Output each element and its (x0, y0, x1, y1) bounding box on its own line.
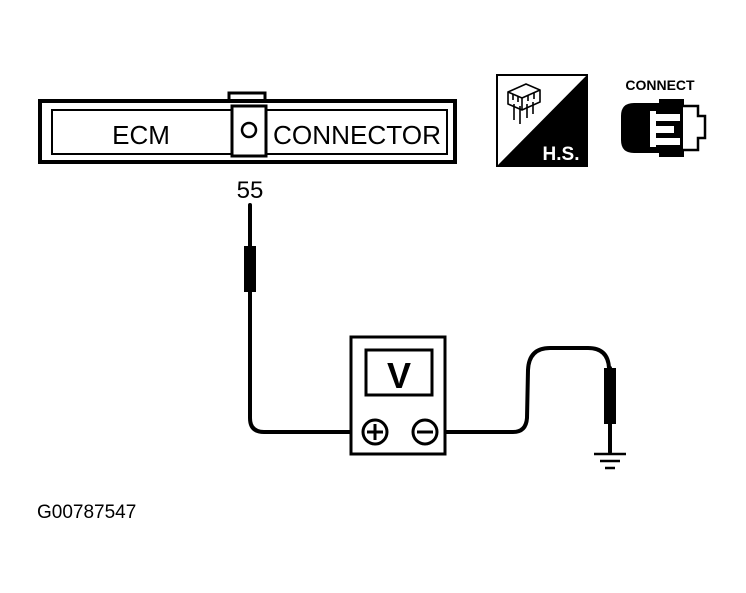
negative-terminal-icon (411, 418, 439, 446)
wiring (248, 203, 612, 454)
harness-side-label: H.S. (543, 144, 580, 165)
voltmeter: V (349, 335, 447, 456)
voltmeter-display (364, 348, 434, 397)
ecm-connector: ECM CONNECTOR (38, 91, 457, 164)
connect-icon: CONNECT (621, 77, 707, 157)
harness-side-icon: H.S. (496, 74, 588, 167)
positive-terminal-icon (361, 418, 389, 446)
pin-cavity-circle (240, 121, 258, 139)
connector-left-label: ECM (112, 120, 170, 150)
pin-number-label: 55 (237, 177, 264, 204)
voltmeter-display-text: V (387, 355, 411, 396)
ground-symbol (594, 452, 626, 470)
positive-test-probe (244, 246, 256, 292)
connector-right-label: CONNECTOR (273, 120, 441, 150)
figure-id: G00787547 (37, 502, 136, 523)
connect-label: CONNECT (625, 77, 695, 93)
negative-test-probe (604, 368, 616, 424)
